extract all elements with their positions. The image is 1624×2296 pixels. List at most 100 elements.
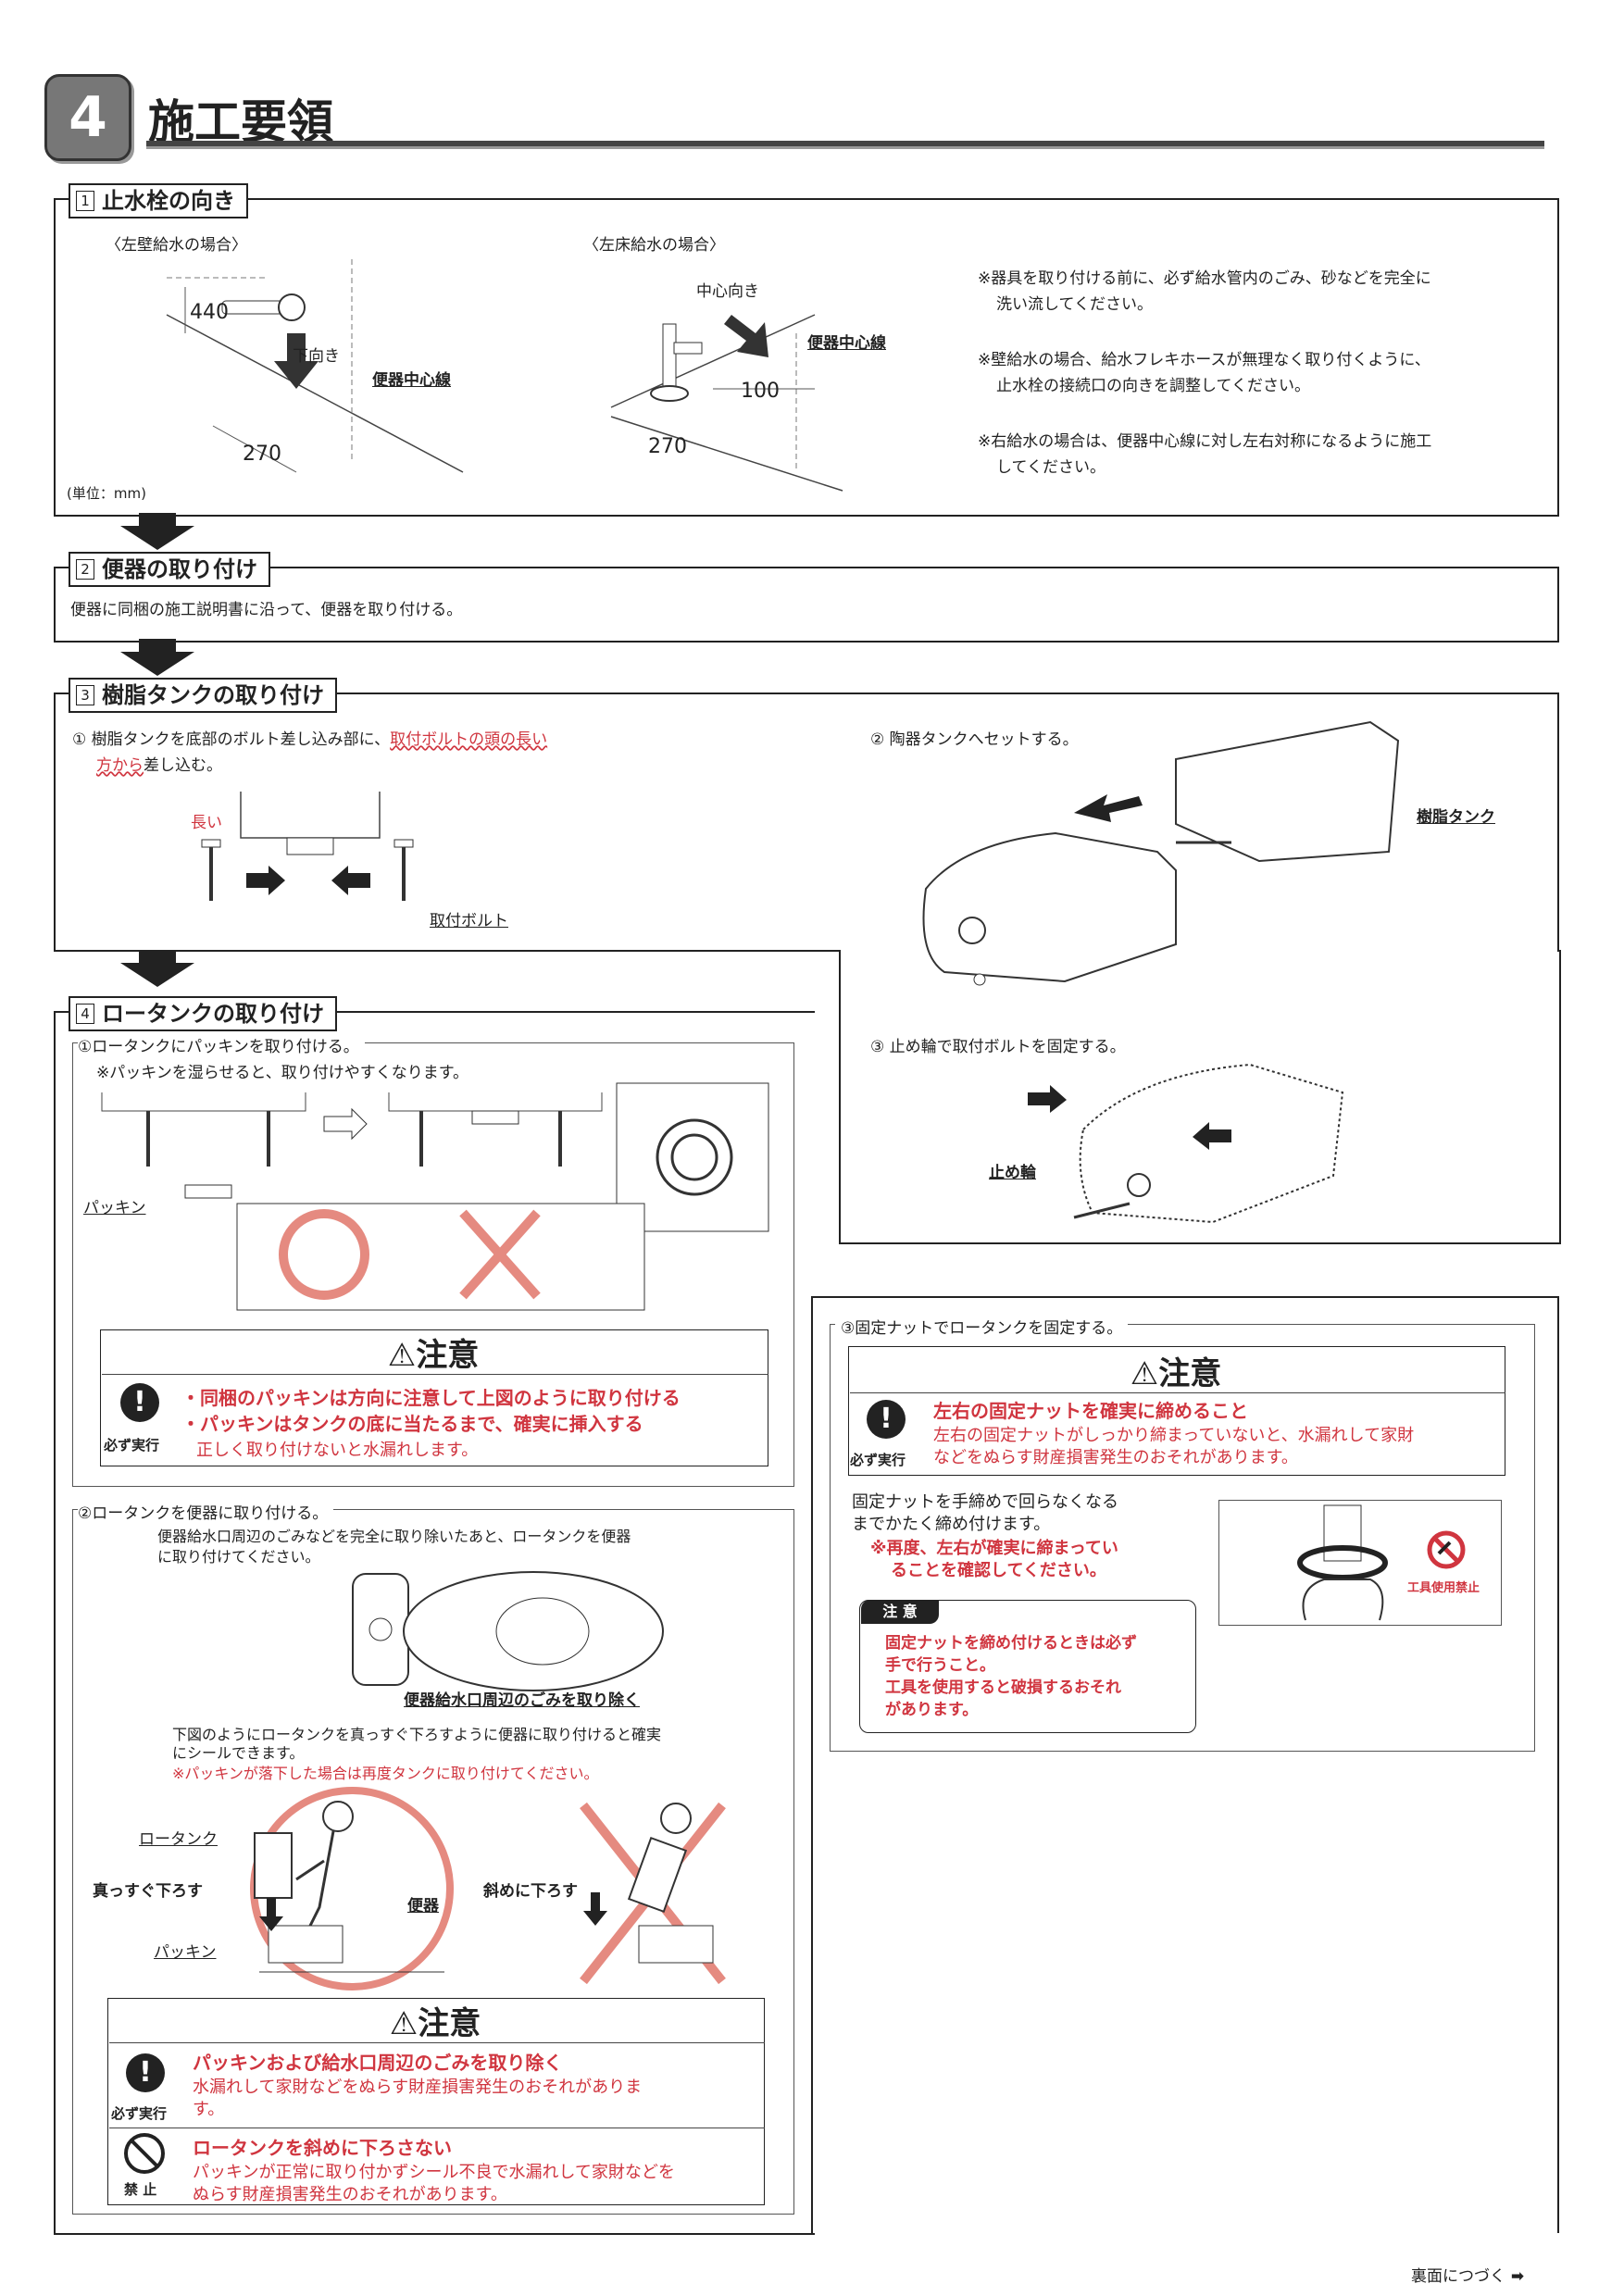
- dim-440: 440: [190, 301, 229, 324]
- hand-tighten-illustration: [1297, 1504, 1388, 1621]
- long-label: 長い: [191, 814, 222, 832]
- dim-100: 100: [741, 380, 780, 403]
- caution-1-divider: [102, 1374, 768, 1375]
- sub1-note: ※パッキンを湿らせると、取り付けやすくなります。: [96, 1064, 469, 1082]
- center-line-label-b: 便器中心線: [807, 334, 886, 353]
- section-3-bottom-left: [54, 950, 841, 952]
- step-number: 4: [69, 85, 107, 150]
- center-facing-label: 中心向き: [696, 282, 759, 301]
- sub2-text-2: に取り付けてください。: [157, 1548, 320, 1566]
- caution-2-item2-text1: パッキンが正常に取り付かずシール不良で水漏れして家財などを: [193, 2163, 675, 2182]
- seal-text-2: にシールできます。: [172, 1744, 305, 1762]
- note-1b: 洗い流してください。: [996, 295, 1153, 314]
- caution-3-line2: 左右の固定ナットがしっかり締まっていないと、水漏れして家財: [933, 1426, 1415, 1445]
- sec3-step1-a: ① 樹脂タンクを底部のボルト差し込み部に、: [72, 730, 391, 749]
- note-box: [859, 1600, 1196, 1733]
- section-1-heading: 1 止水栓の向き: [69, 183, 248, 218]
- section-2-number: 2: [76, 559, 94, 580]
- unit-label: (単位：mm): [67, 485, 146, 502]
- caution-3-title: ⚠注意: [1130, 1355, 1222, 1392]
- note-box-title: 注 意: [861, 1600, 939, 1624]
- ring-label: 止め輪: [989, 1164, 1036, 1182]
- section-3-title: 樹脂タンクの取り付け: [102, 682, 324, 708]
- nut-text-1: 固定ナットを手締めで回らなくなる: [852, 1492, 1118, 1512]
- warning-triangle-icon: ⚠: [387, 1337, 417, 1374]
- toilet-top-diagram: [352, 1571, 664, 1691]
- note-box-l1: 固定ナットを締め付けるときは必ず: [885, 1634, 1137, 1653]
- sub2-title: ②ロータンクを便器に取り付ける。: [78, 1500, 334, 1523]
- diagonal-label: 斜めに下ろす: [483, 1882, 578, 1901]
- caution-3-line1: 左右の固定ナットを確実に締めること: [933, 1400, 1248, 1422]
- no-tools-label: 工具使用禁止: [1407, 1581, 1480, 1595]
- resin-tank-label: 樹脂タンク: [1417, 808, 1495, 827]
- section-3-heading: 3 樹脂タンクの取り付け: [69, 678, 337, 713]
- low-tank-label: ロータンク: [139, 1830, 218, 1849]
- ceramic-tank-diagram: [922, 720, 1400, 986]
- note-3b: してください。: [996, 458, 1106, 477]
- straight-label: 真っすぐ下ろす: [93, 1882, 203, 1901]
- sec3-step1-line1: ① 樹脂タンクを底部のボルト差し込み部に、取付ボルトの頭の長い: [72, 726, 547, 749]
- section-4-heading: 4 ロータンクの取り付け: [69, 996, 337, 1031]
- flow-arrow-3: [120, 950, 194, 987]
- down-label: 下向き: [293, 347, 340, 366]
- sub3-title: ③固定ナットでロータンクを固定する。: [835, 1315, 1129, 1338]
- no-tools-icon: [1427, 1530, 1466, 1569]
- section-3-number: 3: [76, 685, 94, 705]
- sub2-frame: [72, 1509, 794, 2215]
- sub1-frame: [72, 1042, 794, 1487]
- section-3-right-wall: [839, 950, 1561, 1244]
- caution-2-item1-text1: 水漏れして家財などをぬらす財産損害発生のおそれがありま: [193, 2078, 643, 2097]
- packing-diagram: [101, 1082, 769, 1311]
- nut-red-1: ※再度、左右が確実に締まってい: [870, 1539, 1118, 1558]
- section-4-title: ロータンクの取り付け: [102, 1001, 324, 1027]
- caution-2-prohibit: 禁 止: [124, 2181, 157, 2198]
- packing-label: パッキン: [83, 1199, 146, 1217]
- sec3-step1-red2: 方から: [96, 756, 144, 775]
- note-2b: 止水栓の接続口の向きを調整してください。: [996, 377, 1310, 395]
- caution-2-item1-text2: す。: [193, 2100, 225, 2119]
- caution-1-box: [100, 1329, 768, 1466]
- must-do-icon: !: [867, 1400, 906, 1439]
- caution-1-title: ⚠注意: [387, 1337, 480, 1374]
- caution-3-box: [848, 1346, 1505, 1476]
- step-badge: 4: [44, 74, 131, 161]
- caution-2-item2-title: ロータンクを斜めに下ろさない: [193, 2137, 452, 2159]
- prohibit-icon: [124, 2133, 165, 2174]
- caution-3-divider: [850, 1392, 1505, 1393]
- sec3-step3: ③ 止め輪で取付ボルトを固定する。: [870, 1038, 1126, 1056]
- section-2-box: [54, 567, 1559, 643]
- section-2-heading: 2 便器の取り付け: [69, 552, 270, 587]
- caution-1-line3: 正しく取り付けないと水漏れします。: [196, 1441, 479, 1460]
- section-4-box-left: [54, 1011, 815, 2235]
- note-2a: ※壁給水の場合、給水フレキホースが無理なく取り付くように、: [978, 351, 1430, 369]
- must-do-icon: !: [120, 1383, 159, 1422]
- section-4-box-right: [811, 1296, 1559, 2233]
- caution-3-line3: などをぬらす財産損害発生のおそれがあります。: [933, 1448, 1298, 1467]
- flow-arrow-2: [120, 639, 194, 676]
- caution-2-title: ⚠注意: [389, 2005, 481, 2042]
- center-line-label-a: 便器中心線: [372, 371, 451, 390]
- caution-2-item2-text2: ぬらす財産損害発生のおそれがあります。: [193, 2185, 507, 2204]
- caution-1-must: 必ず実行: [104, 1437, 160, 1454]
- sec3-step2: ② 陶器タンクへセットする。: [870, 730, 1079, 749]
- seal-text-1: 下図のようにロータンクを真っすぐ下ろすように便器に取り付けると確実: [172, 1726, 662, 1743]
- stop-ring-diagram: [1028, 1063, 1344, 1224]
- sec3-step1-b: 差し込む。: [144, 756, 222, 775]
- section-1-number: 1: [76, 191, 94, 211]
- dim-270-a: 270: [243, 443, 281, 466]
- wall-supply-diagram: [166, 259, 464, 473]
- remove-debris-label: 便器給水口周辺のごみを取り除く: [404, 1691, 640, 1710]
- bolt-label: 取付ボルト: [430, 912, 508, 930]
- page-title: 施工要領: [148, 95, 333, 149]
- warning-triangle-icon: ⚠: [389, 2005, 418, 2042]
- nut-text-2: までかたく締め付けます。: [852, 1515, 1051, 1534]
- must-do-icon: !: [126, 2053, 165, 2092]
- section-2-text: 便器に同梱の施工説明書に沿って、便器を取り付ける。: [70, 601, 463, 619]
- left-wall-label: 〈左壁給水の場合〉: [106, 236, 247, 255]
- dim-270-b: 270: [648, 435, 687, 458]
- note-box-l3: 工具を使用すると破損するおそれ: [885, 1678, 1121, 1697]
- flow-arrow-1: [120, 513, 194, 550]
- arrow-right-icon: ➡: [1505, 2267, 1525, 2286]
- caution-2-item1-title: パッキンおよび給水口周辺のごみを取り除く: [193, 2052, 563, 2074]
- sub3-frame: [830, 1324, 1535, 1752]
